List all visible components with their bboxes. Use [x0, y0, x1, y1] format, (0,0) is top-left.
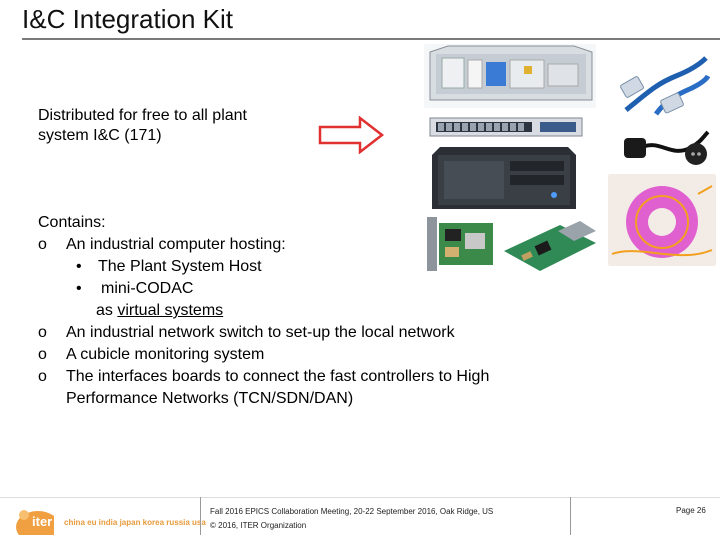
sub-list-item: • The Plant System Host [38, 256, 489, 278]
iter-logo-text: iter [32, 514, 53, 529]
footer-separator [200, 497, 201, 535]
list-item: o An industrial computer hosting: [38, 234, 489, 256]
list-item-text: The interfaces boards to connect the fas… [66, 368, 490, 385]
network-switch-photo [428, 114, 584, 140]
ethernet-cable-photo [616, 54, 710, 116]
iter-logo-icon [16, 510, 54, 535]
footer-separator [570, 497, 571, 535]
list-item: o An industrial network switch to set-up… [38, 322, 489, 344]
footer-divider [0, 497, 720, 498]
sub-list-item-text: mini-CODAC [101, 280, 194, 297]
network-card-photo [500, 221, 600, 277]
copyright-notice: © 2016, ITER Organization [210, 521, 307, 530]
sub-list-suffix: as virtual systems [38, 300, 489, 322]
bullet-marker: o [38, 236, 47, 253]
sub-list-item-text: The Plant System Host [98, 258, 262, 275]
member-countries-tagline: china eu india japan korea russia usa [64, 518, 206, 527]
contains-heading: Contains: [38, 214, 106, 231]
cubicle-rack-photo [424, 44, 596, 108]
bullet-marker: o [38, 346, 47, 363]
title-divider [22, 38, 720, 40]
virtual-systems-link[interactable]: virtual systems [117, 302, 224, 319]
slide-title: I&C Integration Kit [22, 4, 233, 34]
list-item-text: An industrial network switch to set-up t… [66, 324, 455, 341]
sub-list-item: • mini-CODAC [38, 278, 489, 300]
fiber-spool-photo [608, 174, 716, 266]
industrial-computer-photo [430, 143, 578, 211]
bullet-marker: o [38, 324, 47, 341]
right-arrow-icon [318, 116, 385, 154]
list-item: o A cubicle monitoring system [38, 344, 489, 366]
sub-bullet-marker: • [76, 258, 82, 275]
list-item-text: An industrial computer hosting: [66, 236, 286, 253]
interface-board-photo [425, 213, 497, 273]
intro-text: Distributed for free to all plant system… [38, 107, 247, 144]
list-item: o The interfaces boards to connect the f… [38, 366, 489, 388]
power-cable-photo [620, 118, 712, 170]
meeting-caption: Fall 2016 EPICS Collaboration Meeting, 2… [210, 507, 494, 516]
contains-list: Contains: o An industrial computer hosti… [38, 212, 489, 410]
page-number: Page 26 [676, 506, 706, 515]
list-item-continuation: Performance Networks (TCN/SDN/DAN) [66, 390, 354, 407]
bullet-marker: o [38, 368, 47, 385]
list-item-text: A cubicle monitoring system [66, 346, 265, 363]
suffix-prefix: as [96, 302, 118, 319]
sub-bullet-marker: • [76, 280, 82, 297]
